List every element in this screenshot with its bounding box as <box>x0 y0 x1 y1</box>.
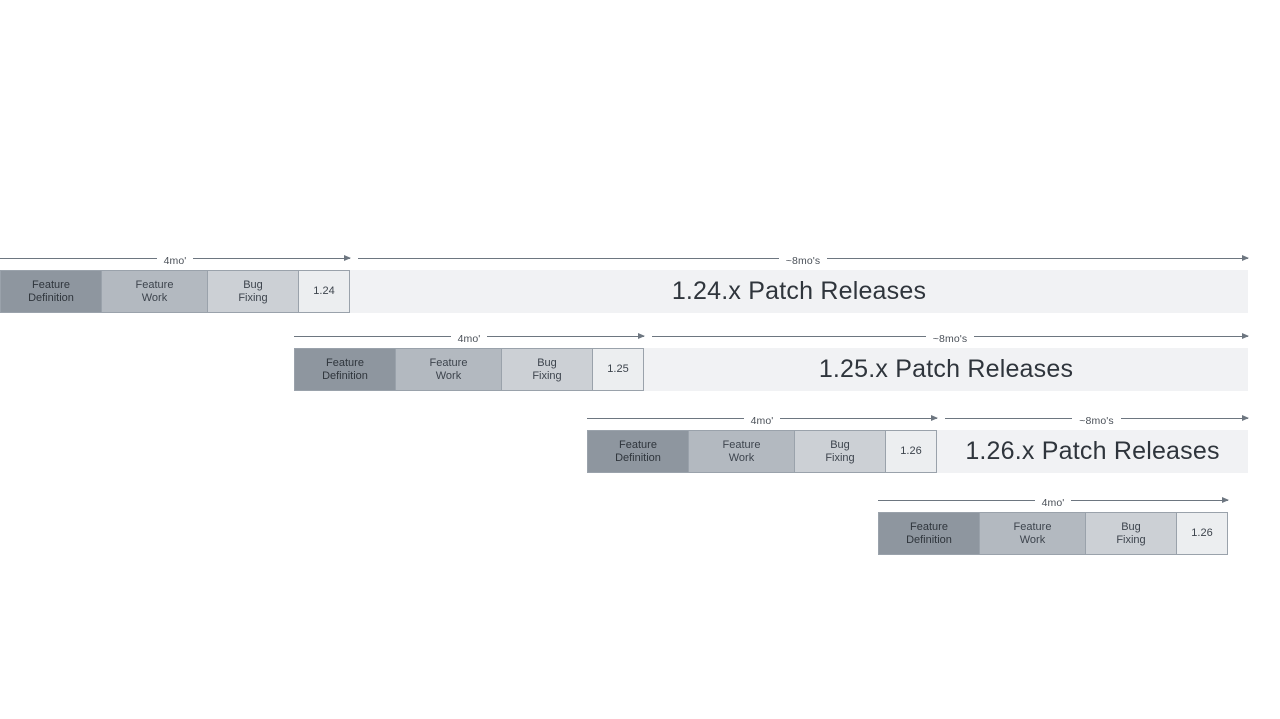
dimension-line-dev-1.26: 4mo' <box>587 408 938 428</box>
phase-feature-definition[interactable]: Feature Definition <box>878 512 980 555</box>
patch-releases-band[interactable]: 1.24.x Patch Releases <box>350 270 1248 313</box>
phase-version-badge[interactable]: 1.26 <box>1177 512 1228 555</box>
dimension-segment-left <box>0 257 157 259</box>
dimension-label-dev: 4mo' <box>750 415 774 427</box>
phase-feature-definition[interactable]: Feature Definition <box>587 430 689 473</box>
release-row-1.24: 4mo' ~8mo's Feature Definition Feature W… <box>0 248 1249 330</box>
dimension-line-patch-1.24: ~8mo's <box>358 248 1249 268</box>
dimension-line-dev-1.26-next: 4mo' <box>878 490 1229 510</box>
dimension-label-patch: ~8mo's <box>932 333 968 345</box>
dimension-label-dev: 4mo' <box>163 255 187 267</box>
dimension-segment-left <box>358 257 779 259</box>
phase-band-1.26-next: Feature Definition Feature Work Bug Fixi… <box>878 512 1228 555</box>
dimension-segment-left <box>652 335 926 337</box>
release-row-1.25: 4mo' ~8mo's Feature Definition Feature W… <box>294 326 1249 408</box>
dimension-label-dev: 4mo' <box>457 333 481 345</box>
dimension-segment-left <box>878 499 1035 501</box>
dimension-line-dev-1.25: 4mo' <box>294 326 645 346</box>
phase-feature-work[interactable]: Feature Work <box>980 512 1086 555</box>
dimension-segment-right <box>487 332 645 339</box>
dimension-label-dev: 4mo' <box>1041 497 1065 509</box>
dimension-segment-right <box>1120 414 1250 421</box>
release-row-1.26-next: 4mo' Feature Definition Feature Work Bug… <box>878 490 1229 572</box>
patch-releases-band[interactable]: 1.25.x Patch Releases <box>644 348 1248 391</box>
phase-bug-fixing[interactable]: Bug Fixing <box>1086 512 1177 555</box>
phase-version-badge[interactable]: 1.25 <box>593 348 644 391</box>
dimension-label-patch: ~8mo's <box>1079 415 1114 427</box>
phase-bug-fixing[interactable]: Bug Fixing <box>795 430 886 473</box>
phase-feature-work[interactable]: Feature Work <box>102 270 208 313</box>
dimension-segment-right <box>974 332 1249 339</box>
dimension-segment-right <box>1071 496 1229 503</box>
dimension-line-dev-1.24: 4mo' <box>0 248 351 268</box>
phase-bug-fixing[interactable]: Bug Fixing <box>502 348 593 391</box>
phase-feature-work[interactable]: Feature Work <box>396 348 502 391</box>
patch-releases-band[interactable]: 1.26.x Patch Releases <box>937 430 1248 473</box>
release-row-1.26: 4mo' ~8mo's Feature Definition Feature W… <box>587 408 1250 490</box>
dimension-line-patch-1.26: ~8mo's <box>945 408 1250 428</box>
phase-feature-definition[interactable]: Feature Definition <box>294 348 396 391</box>
phase-bug-fixing[interactable]: Bug Fixing <box>208 270 299 313</box>
dimension-segment-left <box>945 417 1073 419</box>
dimension-segment-right <box>780 414 938 421</box>
phase-feature-definition[interactable]: Feature Definition <box>0 270 102 313</box>
dimension-segment-right <box>193 254 351 261</box>
dimension-line-patch-1.25: ~8mo's <box>652 326 1249 346</box>
dimension-segment-left <box>587 417 744 419</box>
phase-band-1.26: Feature Definition Feature Work Bug Fixi… <box>587 430 1248 473</box>
phase-band-1.25: Feature Definition Feature Work Bug Fixi… <box>294 348 1248 391</box>
dimension-segment-left <box>294 335 451 337</box>
phase-version-badge[interactable]: 1.26 <box>886 430 937 473</box>
dimension-segment-right <box>827 254 1249 261</box>
phase-version-badge[interactable]: 1.24 <box>299 270 350 313</box>
phase-feature-work[interactable]: Feature Work <box>689 430 795 473</box>
dimension-label-patch: ~8mo's <box>785 255 821 267</box>
phase-band-1.24: Feature Definition Feature Work Bug Fixi… <box>0 270 1248 313</box>
